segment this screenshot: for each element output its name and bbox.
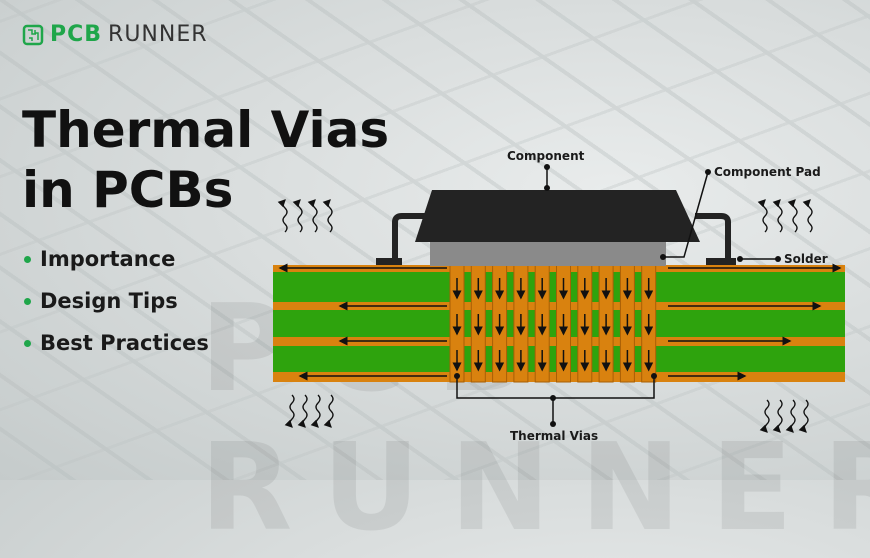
wavy-arrow-icon: [772, 199, 783, 233]
wavy-arrow-icon: [310, 394, 321, 428]
bullet-label: Importance: [40, 247, 176, 271]
wavy-arrow-icon: [772, 399, 783, 433]
wavy-arrow-icon: [277, 199, 288, 233]
bullet-dot-icon: [24, 339, 31, 347]
wavy-arrow-icon: [323, 394, 334, 428]
component-body: [415, 190, 700, 242]
pcb-board: [273, 263, 845, 383]
page-title: Thermal Vias in PCBs: [22, 100, 389, 220]
wavy-arrow-icon: [307, 199, 318, 233]
wavy-arrow-icon: [757, 199, 768, 233]
bullet-label: Design Tips: [40, 289, 178, 313]
heat-arrows: [277, 199, 813, 433]
component: [376, 190, 736, 266]
wavy-arrow-icon: [798, 399, 809, 433]
wavy-arrow-icon: [787, 199, 798, 233]
wavy-arrow-icon: [292, 199, 303, 233]
wavy-arrow-icon: [297, 394, 308, 428]
title-line-2: in PCBs: [22, 161, 234, 219]
wavy-arrow-icon: [322, 199, 333, 233]
bullet-label: Best Practices: [40, 331, 209, 355]
bullet-dot-icon: [24, 255, 31, 263]
component-pad-left: [376, 258, 402, 265]
label-component: Component: [507, 149, 585, 163]
logo: PCB RUNNER: [22, 22, 208, 47]
callouts: [456, 167, 778, 424]
bullet-dot-icon: [24, 297, 31, 305]
bullet-item: Importance: [24, 238, 209, 280]
label-thermal-vias: Thermal Vias: [510, 429, 598, 443]
bullet-list: Importance Design Tips Best Practices: [24, 238, 209, 364]
thermal-pad: [430, 242, 666, 266]
title-line-1: Thermal Vias: [22, 101, 390, 159]
logo-text-runner: RUNNER: [108, 22, 208, 47]
component-pad-right: [706, 258, 736, 265]
bullet-item: Best Practices: [24, 322, 209, 364]
thermal-via-diagram: Component Component Pad Solder Thermal V…: [273, 149, 845, 443]
wavy-arrow-icon: [284, 394, 295, 428]
chip-logo-icon: [22, 24, 44, 45]
logo-text-pcb: PCB: [50, 22, 103, 47]
label-solder: Solder: [784, 252, 828, 266]
label-component-pad: Component Pad: [714, 165, 821, 179]
wavy-arrow-icon: [759, 399, 770, 433]
bullet-item: Design Tips: [24, 280, 209, 322]
wavy-arrow-icon: [785, 399, 796, 433]
wavy-arrow-icon: [802, 199, 813, 233]
